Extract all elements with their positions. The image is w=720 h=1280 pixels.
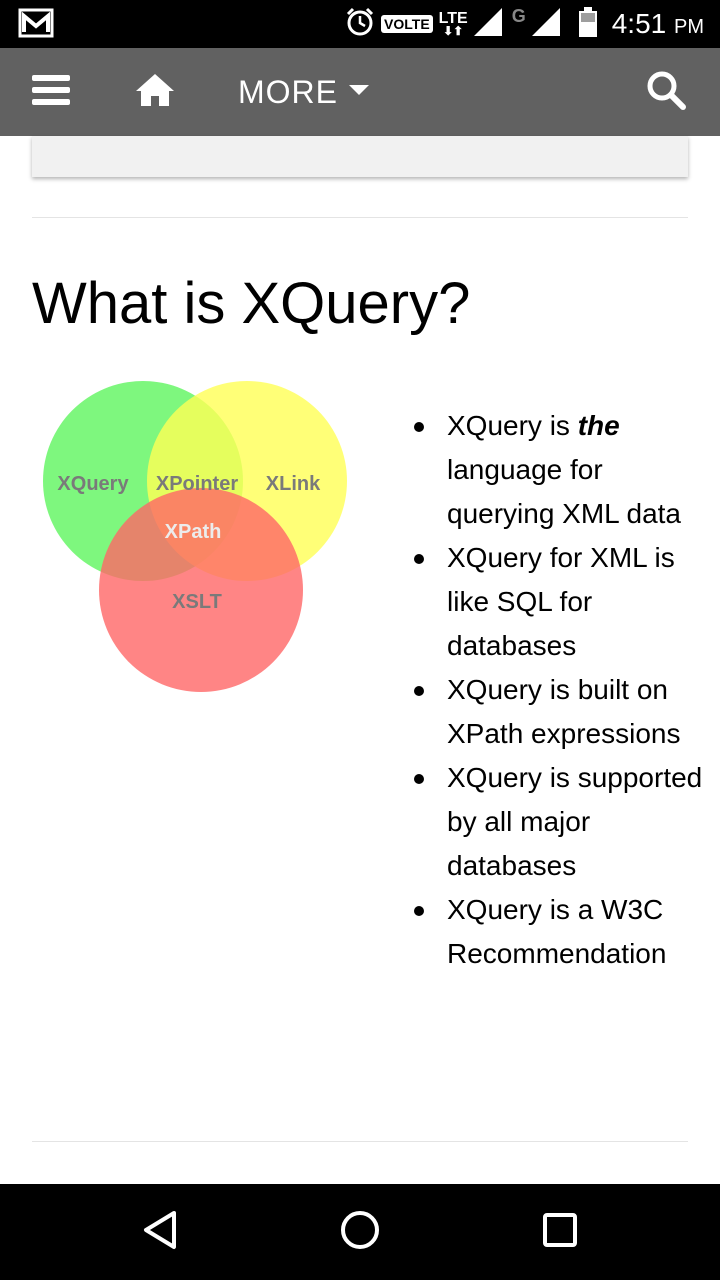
venn-label-xpointer: XPointer xyxy=(156,473,238,495)
network-type-label: G xyxy=(511,6,526,26)
list-item: XQuery is a W3C Recommendation xyxy=(400,888,710,976)
list-item: XQuery is the language for querying XML … xyxy=(400,404,710,536)
lte-indicator: LTE ⬇⬆ xyxy=(438,10,468,38)
bullet-suffix: language for querying XML data xyxy=(447,454,681,529)
back-button[interactable] xyxy=(112,1184,208,1280)
menu-button[interactable] xyxy=(32,48,70,136)
home-button[interactable] xyxy=(134,48,176,136)
status-bar: VOLTE LTE ⬇⬆ G 4:51 PM xyxy=(0,0,720,48)
recents-icon xyxy=(542,1212,578,1253)
volte-badge: VOLTE xyxy=(381,15,433,33)
system-nav-bar xyxy=(0,1184,720,1280)
gmail-icon xyxy=(18,8,54,43)
divider-bottom xyxy=(32,1141,688,1142)
list-item: XQuery for XML is like SQL for databases xyxy=(400,536,710,668)
signal-icon xyxy=(472,6,504,43)
bullet-prefix: XQuery is xyxy=(447,410,578,441)
more-menu-button[interactable]: MORE xyxy=(238,48,370,136)
home-circle-icon xyxy=(340,1210,380,1255)
xslt-circle xyxy=(99,488,303,692)
divider xyxy=(32,217,688,218)
dropdown-caret-icon xyxy=(348,83,370,102)
back-icon xyxy=(142,1210,178,1255)
venn-label-xlink: XLink xyxy=(266,473,321,495)
list-item: XQuery is supported by all major databas… xyxy=(400,756,710,888)
venn-label-xslt: XSLT xyxy=(172,591,222,613)
time-value: 4:51 xyxy=(611,8,667,39)
menu-icon xyxy=(32,74,70,111)
battery-icon xyxy=(578,6,598,43)
previous-card xyxy=(32,136,688,177)
time-ampm: PM xyxy=(674,16,704,38)
search-icon xyxy=(646,70,686,115)
recents-button[interactable] xyxy=(512,1184,608,1280)
more-label: MORE xyxy=(238,73,338,110)
app-bar: MORE xyxy=(0,48,720,136)
bullet-emphasis: the xyxy=(577,410,620,441)
signal-icon-2 xyxy=(530,6,562,43)
venn-label-xquery: XQuery xyxy=(57,473,129,495)
venn-label-xpath: XPath xyxy=(165,521,222,543)
search-button[interactable] xyxy=(646,48,686,136)
lte-label: LTE xyxy=(438,10,468,27)
list-item: XQuery is built on XPath expressions xyxy=(400,668,710,756)
page-title: What is XQuery? xyxy=(32,271,471,336)
alarm-icon xyxy=(345,7,375,42)
data-arrows-icon: ⬇⬆ xyxy=(443,24,464,38)
status-time: 4:51 PM xyxy=(612,8,704,40)
home-icon xyxy=(134,72,176,113)
xquery-bullet-list: XQuery is the language for querying XML … xyxy=(400,404,710,976)
home-nav-button[interactable] xyxy=(312,1184,408,1280)
xquery-venn-diagram: XQuery XPointer XLink XPath XSLT xyxy=(40,378,360,703)
